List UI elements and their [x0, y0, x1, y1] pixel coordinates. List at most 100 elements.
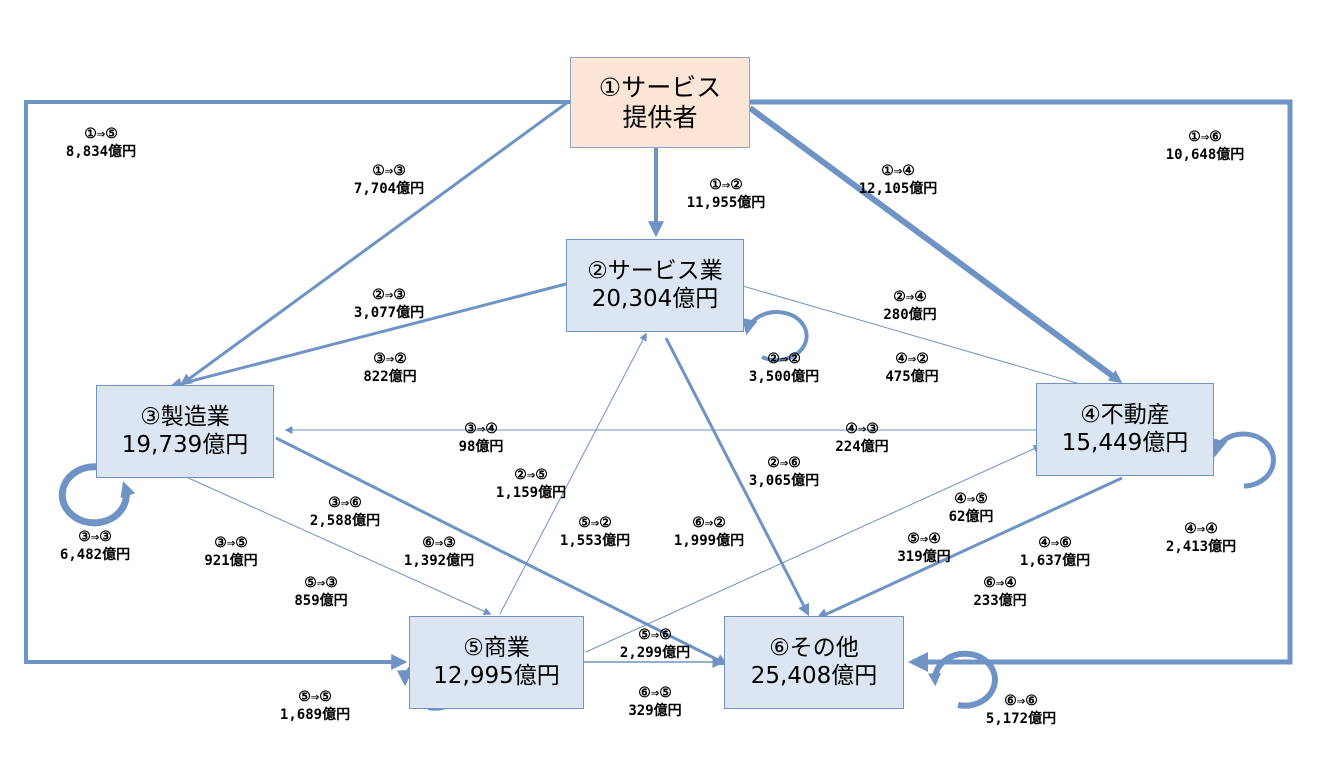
- arrow-2-3: [169, 282, 567, 390]
- flow-label-1-6: ①⇒⑥ 10,648億円: [1144, 128, 1266, 164]
- flow-amount: 859億円: [294, 593, 348, 609]
- flow-amount: 2,588億円: [309, 513, 381, 529]
- flow-route: ③⇒④: [464, 421, 498, 437]
- flow-amount: 10,648億円: [1165, 147, 1245, 163]
- flow-route: ④⇒②: [895, 351, 929, 367]
- flow-label-1-5: ①⇒⑤ 8,834億円: [46, 125, 156, 161]
- flow-amount: 822億円: [363, 369, 417, 385]
- flow-amount: 5,172億円: [985, 711, 1057, 727]
- flow-route: ①⇒⑤: [84, 126, 118, 142]
- node-other-line1: ⑥その他: [769, 634, 859, 661]
- node-manufacturing: ③製造業 19,739億円: [96, 385, 274, 478]
- flow-amount: 319億円: [897, 549, 951, 565]
- node-manufacturing-line2: 19,739億円: [121, 431, 249, 458]
- flow-amount: 1,999億円: [673, 533, 745, 549]
- flow-route: ④⇒③: [845, 421, 879, 437]
- flow-label-6-3: ⑥⇒③ 1,392億円: [384, 534, 494, 570]
- node-service-industry: ②サービス業 20,304億円: [566, 239, 744, 332]
- flow-route: ⑥⇒⑤: [638, 685, 672, 701]
- flow-label-6-4: ⑥⇒④ 233億円: [950, 574, 1050, 610]
- flow-amount: 1,159億円: [495, 485, 567, 501]
- flow-amount: 11,955億円: [686, 195, 766, 211]
- flow-amount: 280億円: [883, 307, 937, 323]
- flow-amount: 8,834億円: [65, 144, 137, 160]
- flow-amount: 3,077億円: [353, 305, 425, 321]
- loop-4-4: [1207, 431, 1276, 489]
- loop-2-2: [741, 310, 809, 362]
- flow-label-5-3: ⑤⇒③ 859億円: [276, 574, 366, 610]
- flow-route: ②⇒④: [893, 289, 927, 305]
- flow-route: ②⇒③: [372, 287, 406, 303]
- flow-label-2-3: ②⇒③ 3,077億円: [334, 286, 444, 322]
- flow-route: ⑥⇒②: [692, 515, 726, 531]
- flow-amount: 1,689億円: [279, 707, 351, 723]
- flow-label-4-4: ④⇒④ 2,413億円: [1146, 520, 1256, 556]
- arrow-2-6: [664, 337, 810, 617]
- flow-route: ⑤⇒②: [578, 515, 612, 531]
- node-commerce: ⑤商業 12,995億円: [409, 616, 584, 709]
- node-commerce-line2: 12,995億円: [433, 662, 560, 689]
- flow-route: ⑥⇒⑥: [1004, 693, 1038, 709]
- flow-label-2-6: ②⇒⑥ 3,065億円: [730, 454, 838, 490]
- flow-route: ①⇒③: [372, 163, 406, 179]
- flow-route: ②⇒⑤: [514, 467, 548, 483]
- arrow-1-4: [748, 105, 1123, 384]
- arrow-4-2: [734, 281, 1081, 385]
- flow-route: ④⇒④: [1184, 521, 1218, 537]
- flow-label-3-4: ③⇒④ 98億円: [436, 420, 526, 456]
- flow-label-3-2: ③⇒② 822億円: [340, 350, 440, 386]
- flow-amount: 2,299億円: [619, 645, 691, 661]
- arrow-1-5: [24, 100, 570, 670]
- flow-amount: 3,500億円: [748, 369, 820, 385]
- flow-route: ③⇒③: [78, 529, 112, 545]
- flow-label-4-6: ④⇒⑥ 1,637億円: [1000, 534, 1110, 570]
- flow-label-6-5: ⑥⇒⑤ 329億円: [610, 684, 700, 720]
- node-service-provider-line1: ①サービス: [598, 72, 722, 102]
- flow-label-1-2: ①⇒② 11,955億円: [666, 176, 786, 212]
- node-service-industry-line2: 20,304億円: [591, 285, 719, 312]
- node-real-estate-line2: 15,449億円: [1061, 429, 1189, 456]
- flow-amount: 12,105億円: [858, 181, 938, 197]
- flow-route: ⑥⇒④: [983, 575, 1017, 591]
- flow-label-3-6: ③⇒⑥ 2,588億円: [290, 494, 400, 530]
- flow-label-4-2: ④⇒② 475億円: [862, 350, 962, 386]
- node-service-provider-line2: 提供者: [622, 102, 698, 132]
- flow-route: ④⇒⑥: [1038, 535, 1072, 551]
- flow-label-5-5: ⑤⇒⑤ 1,689億円: [260, 688, 370, 724]
- flow-amount: 475億円: [885, 369, 939, 385]
- flow-label-3-3: ③⇒③ 6,482億円: [40, 528, 150, 564]
- flow-label-1-3: ①⇒③ 7,704億円: [334, 162, 444, 198]
- flow-label-5-4: ⑤⇒④ 319億円: [874, 530, 974, 566]
- flow-label-2-4: ②⇒④ 280億円: [860, 288, 960, 324]
- node-commerce-line1: ⑤商業: [463, 634, 530, 661]
- flow-route: ⑤⇒④: [907, 531, 941, 547]
- flow-amount: 62億円: [948, 509, 994, 525]
- flow-route: ②⇒⑥: [767, 455, 801, 471]
- arrow-3-6: [275, 436, 729, 666]
- flow-amount: 1,392億円: [403, 553, 475, 569]
- node-other-line2: 25,408億円: [750, 662, 878, 689]
- flow-amount: 6,482億円: [59, 547, 131, 563]
- flow-route: ④⇒⑤: [954, 491, 988, 507]
- flow-route: ②⇒②: [767, 351, 801, 367]
- flow-label-3-5: ③⇒⑤ 921億円: [186, 534, 276, 570]
- flow-amount: 3,065億円: [748, 473, 820, 489]
- node-other: ⑥その他 25,408億円: [724, 616, 904, 709]
- flow-route: ①⇒④: [881, 163, 915, 179]
- node-service-provider: ①サービス 提供者: [570, 57, 750, 148]
- flow-route: ⑤⇒③: [304, 575, 338, 591]
- arrow-5-4: [585, 445, 1042, 653]
- flow-route: ⑤⇒⑥: [638, 627, 672, 643]
- arrow-1-3: [180, 100, 569, 386]
- flow-label-6-6: ⑥⇒⑥ 5,172億円: [966, 692, 1076, 728]
- flow-route: ⑤⇒⑤: [298, 689, 332, 705]
- node-manufacturing-line1: ③製造業: [140, 403, 230, 430]
- flow-label-5-6: ⑤⇒⑥ 2,299億円: [600, 626, 710, 662]
- flow-route: ③⇒②: [373, 351, 407, 367]
- flow-label-5-2: ⑤⇒② 1,553億円: [540, 514, 650, 550]
- flow-label-6-2: ⑥⇒② 1,999億円: [654, 514, 764, 550]
- flow-amount: 224億円: [835, 439, 889, 455]
- loop-6-6: [927, 650, 998, 709]
